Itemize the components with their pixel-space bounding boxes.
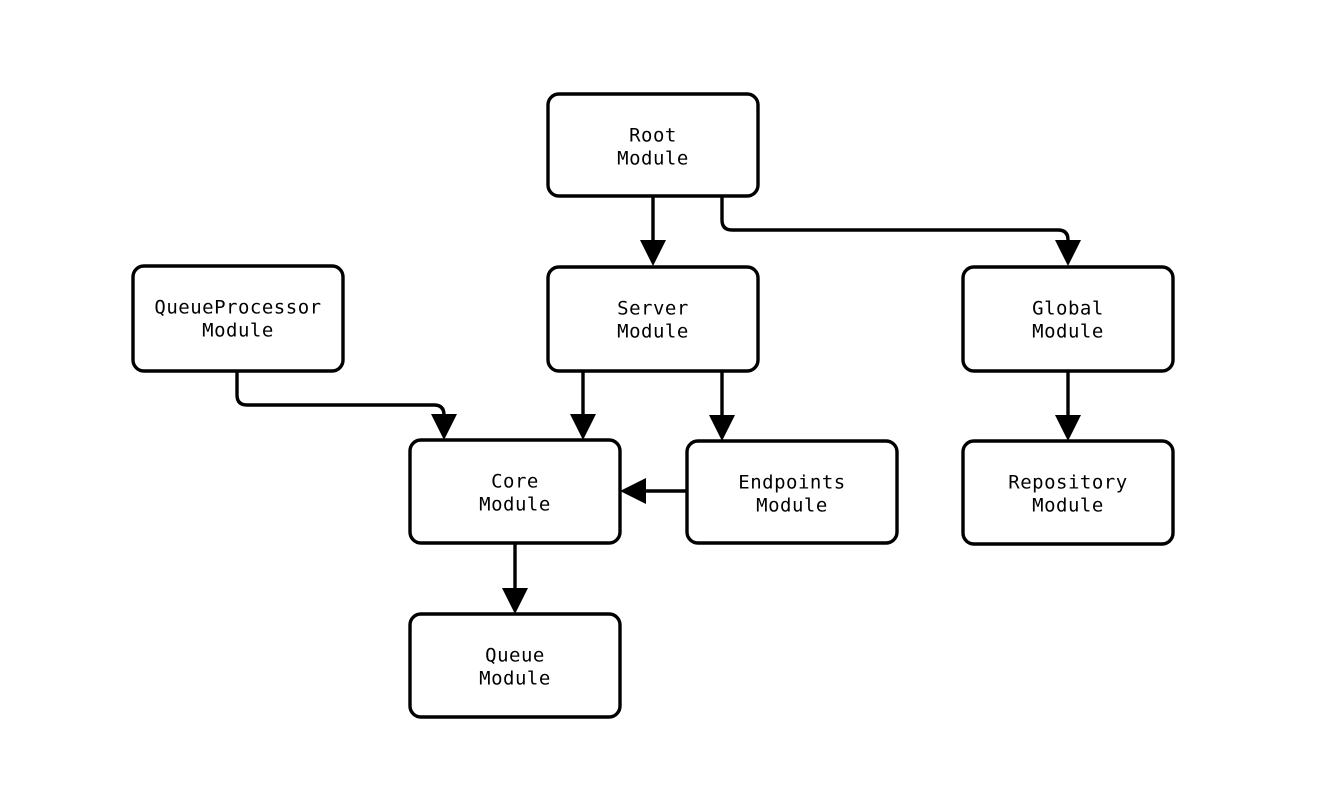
node-box[interactable] [131, 264, 345, 373]
edge-core-to-queue [502, 543, 528, 614]
arrow-head-down-icon [1055, 415, 1081, 441]
arrow-head-down-icon [431, 414, 457, 440]
node-label-line2: Module [756, 495, 828, 517]
edge-root-to-global [720, 196, 1081, 266]
node-label-line2: Module [617, 148, 689, 170]
node-root-module[interactable]: Root Module [546, 92, 760, 198]
node-label-line1: Root [629, 125, 677, 147]
node-server-module[interactable]: Server Module [546, 265, 760, 373]
edge-endpoints-to-core [620, 478, 687, 504]
node-label-line2: Module [479, 668, 551, 690]
node-box[interactable] [546, 265, 760, 373]
node-repository-module[interactable]: Repository Module [961, 439, 1175, 546]
node-label-line1: QueueProcessor [154, 297, 321, 319]
node-label-line2: Module [1032, 321, 1104, 343]
node-queue-module[interactable]: Queue Module [408, 612, 622, 719]
node-label-line1: Endpoints [738, 472, 845, 494]
node-queueprocessor-module[interactable]: QueueProcessor Module [131, 264, 345, 373]
node-label-line2: Module [1032, 495, 1104, 517]
edge-root-to-server [640, 196, 666, 266]
node-label-line1: Queue [485, 645, 545, 667]
node-endpoints-module[interactable]: Endpoints Module [685, 439, 899, 545]
node-box[interactable] [546, 92, 760, 198]
edge-line [720, 196, 1070, 248]
arrow-head-down-icon [570, 414, 596, 440]
arrow-head-left-icon [620, 478, 646, 504]
node-label-line1: Server [617, 298, 689, 320]
node-global-module[interactable]: Global Module [961, 265, 1175, 373]
node-box[interactable] [408, 612, 622, 719]
arrow-head-down-icon [709, 415, 735, 441]
node-label-line1: Core [491, 471, 539, 493]
node-label-line1: Repository [1008, 472, 1127, 494]
node-label-line2: Module [617, 321, 689, 343]
edge-server-to-core [570, 371, 596, 440]
node-box[interactable] [408, 438, 622, 545]
edge-server-to-endpoints [709, 371, 735, 441]
node-core-module[interactable]: Core Module [408, 438, 622, 545]
edge-queueprocessor-to-core [235, 371, 457, 440]
edge-line [235, 371, 446, 421]
arrow-head-down-icon [502, 588, 528, 614]
node-label-line2: Module [202, 320, 274, 342]
arrow-head-down-icon [1055, 240, 1081, 266]
arrow-head-down-icon [640, 240, 666, 266]
node-box[interactable] [685, 439, 899, 545]
node-label-line2: Module [479, 494, 551, 516]
edge-global-to-repository [1055, 371, 1081, 441]
node-box[interactable] [961, 265, 1175, 373]
node-box[interactable] [961, 439, 1175, 546]
node-label-line1: Global [1032, 298, 1104, 320]
